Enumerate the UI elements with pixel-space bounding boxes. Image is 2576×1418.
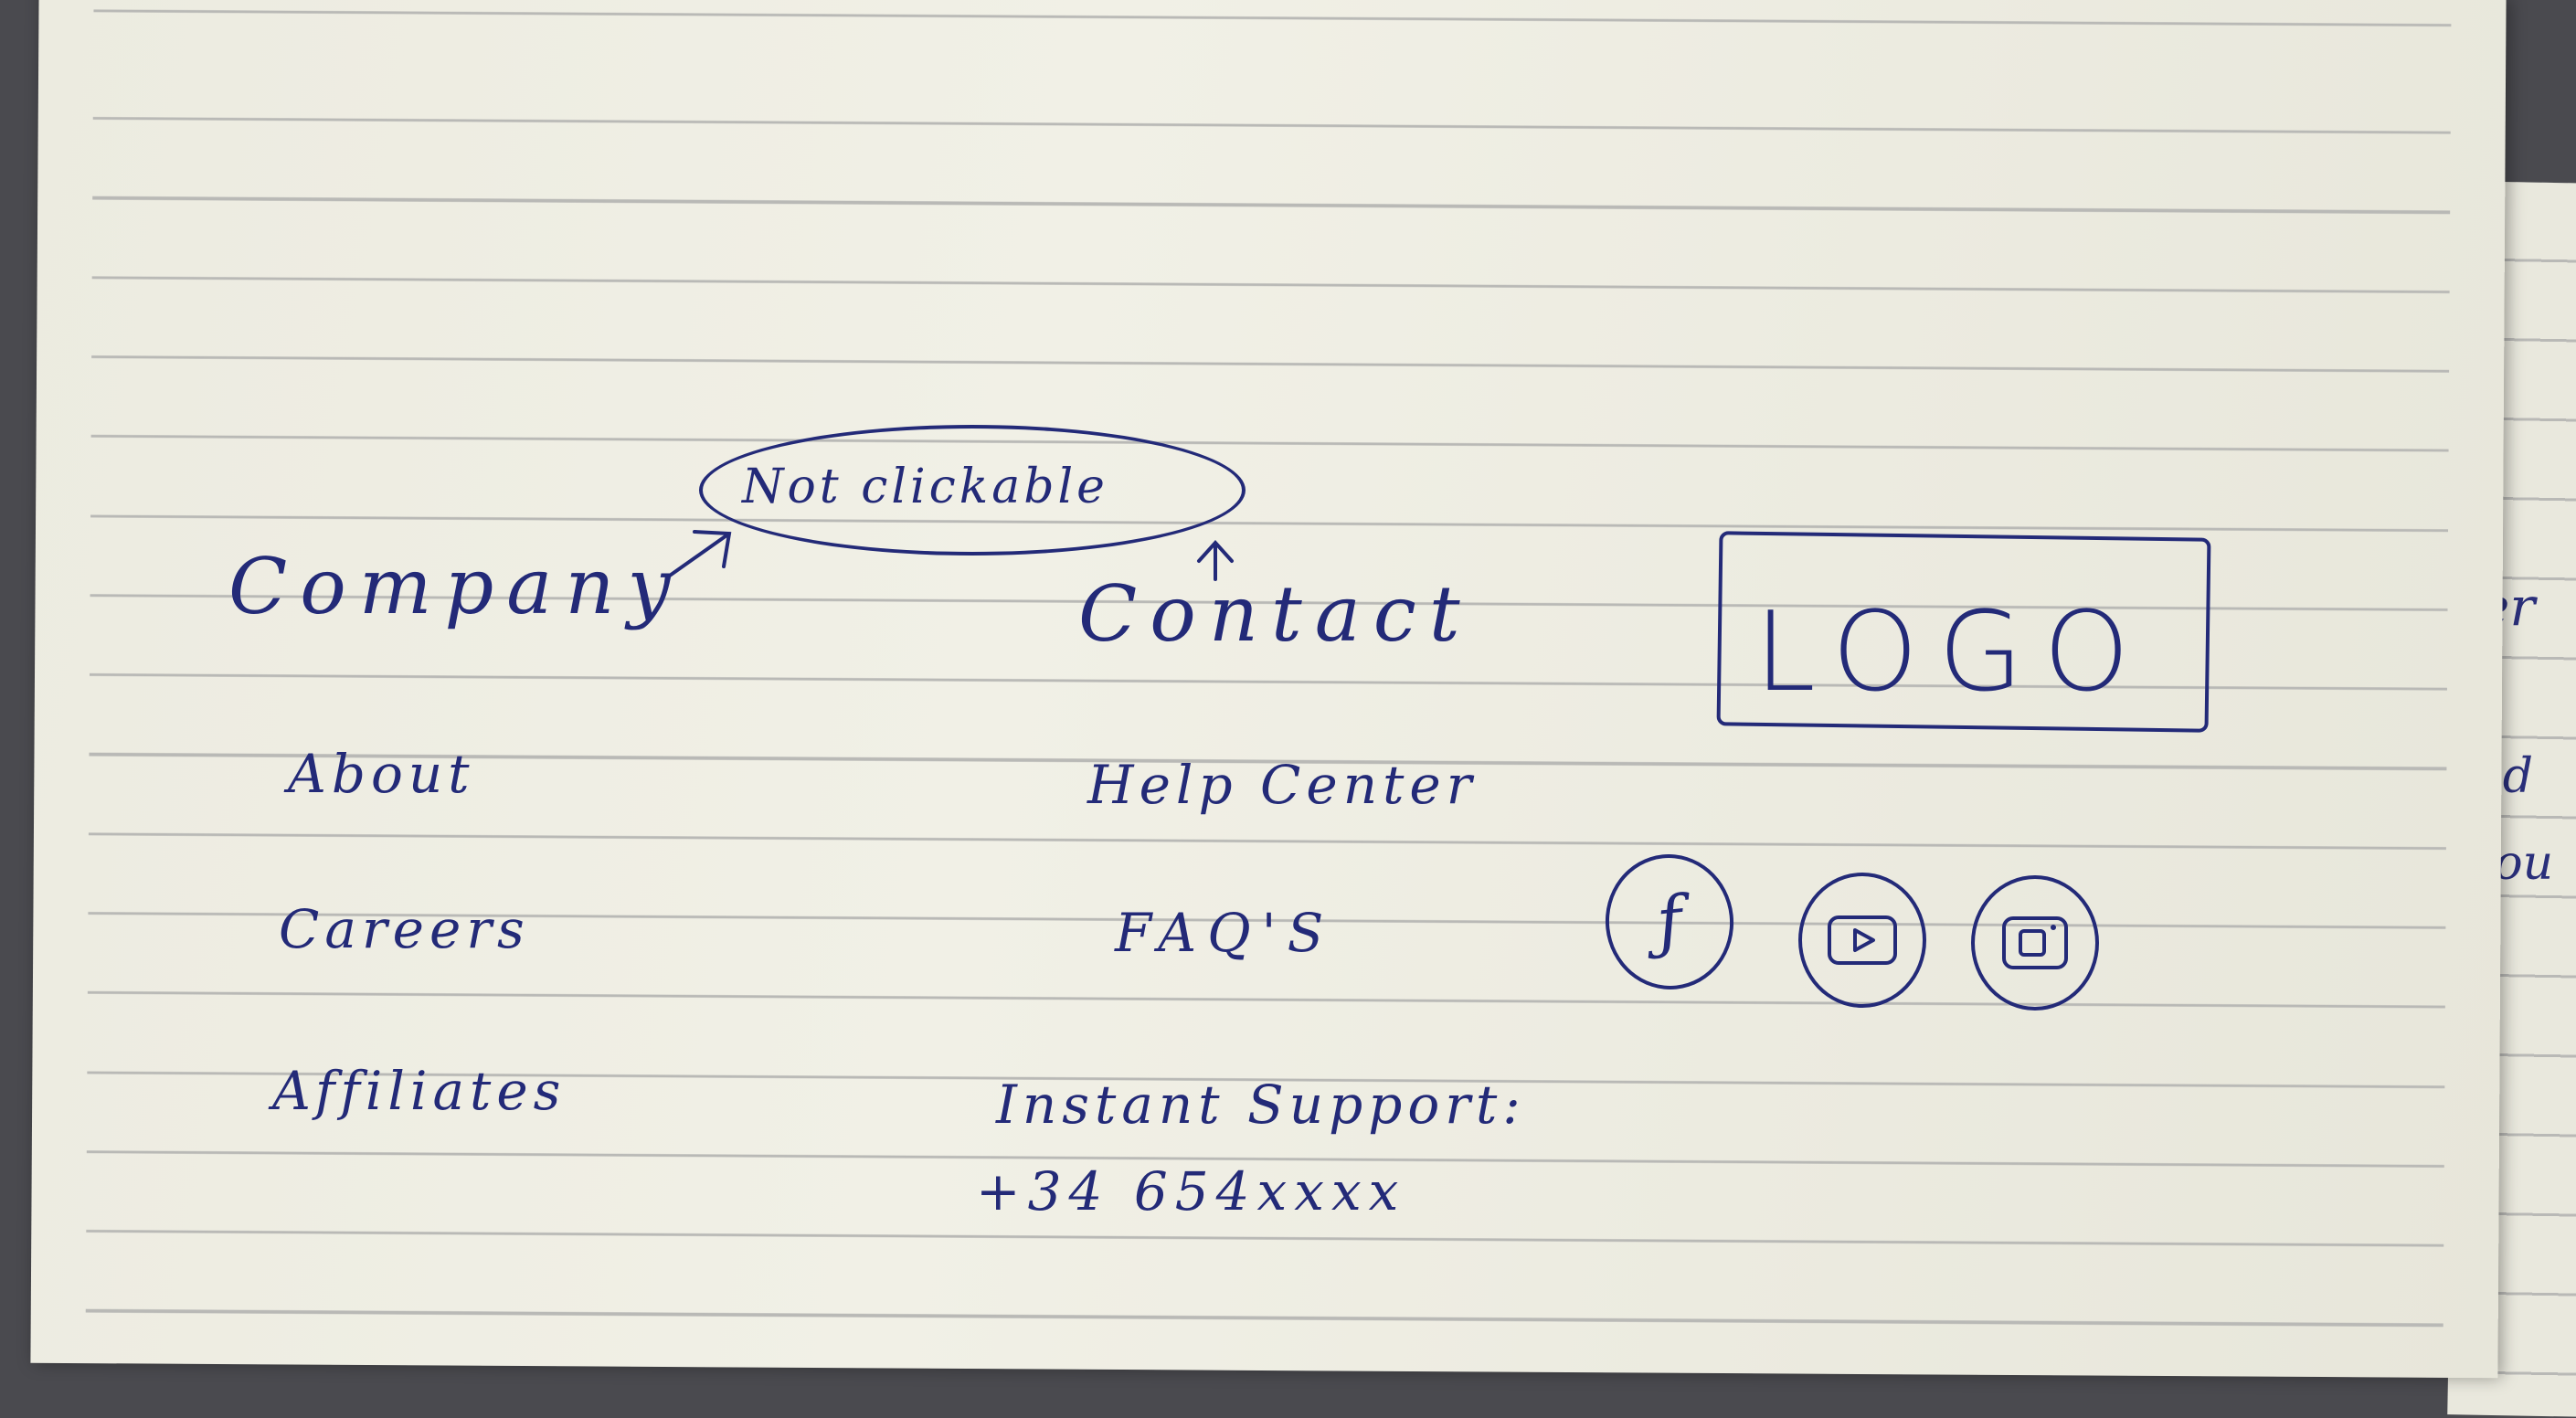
instagram-icon <box>2002 916 2068 969</box>
footer-link-faqs[interactable]: FAQ'S <box>1115 902 1335 964</box>
company-heading: Company <box>228 542 684 631</box>
youtube-link[interactable] <box>1798 873 1926 1008</box>
footer-link-about[interactable]: About <box>288 743 475 805</box>
contact-heading: Contact <box>1078 569 1473 659</box>
annotation-arrow-icon <box>1197 540 1234 581</box>
youtube-icon <box>1828 915 1897 965</box>
logo-text: LOGO <box>1754 589 2150 716</box>
support-phone-link[interactable]: +34 654xxxx <box>976 1160 1406 1222</box>
footer-link-careers[interactable]: Careers <box>279 898 530 960</box>
facebook-icon: ƒ <box>1652 881 1687 963</box>
instagram-link[interactable] <box>1971 875 2099 1011</box>
instant-support-label: Instant Support: <box>996 1074 1526 1136</box>
footer-link-affiliates[interactable]: Affiliates <box>272 1060 567 1122</box>
footer-link-help-center[interactable]: Help Center <box>1087 754 1478 816</box>
annotation-arrow-icon <box>665 530 732 579</box>
annotation-oval <box>699 425 1246 556</box>
annotation-note: Not clickable <box>742 460 1108 514</box>
